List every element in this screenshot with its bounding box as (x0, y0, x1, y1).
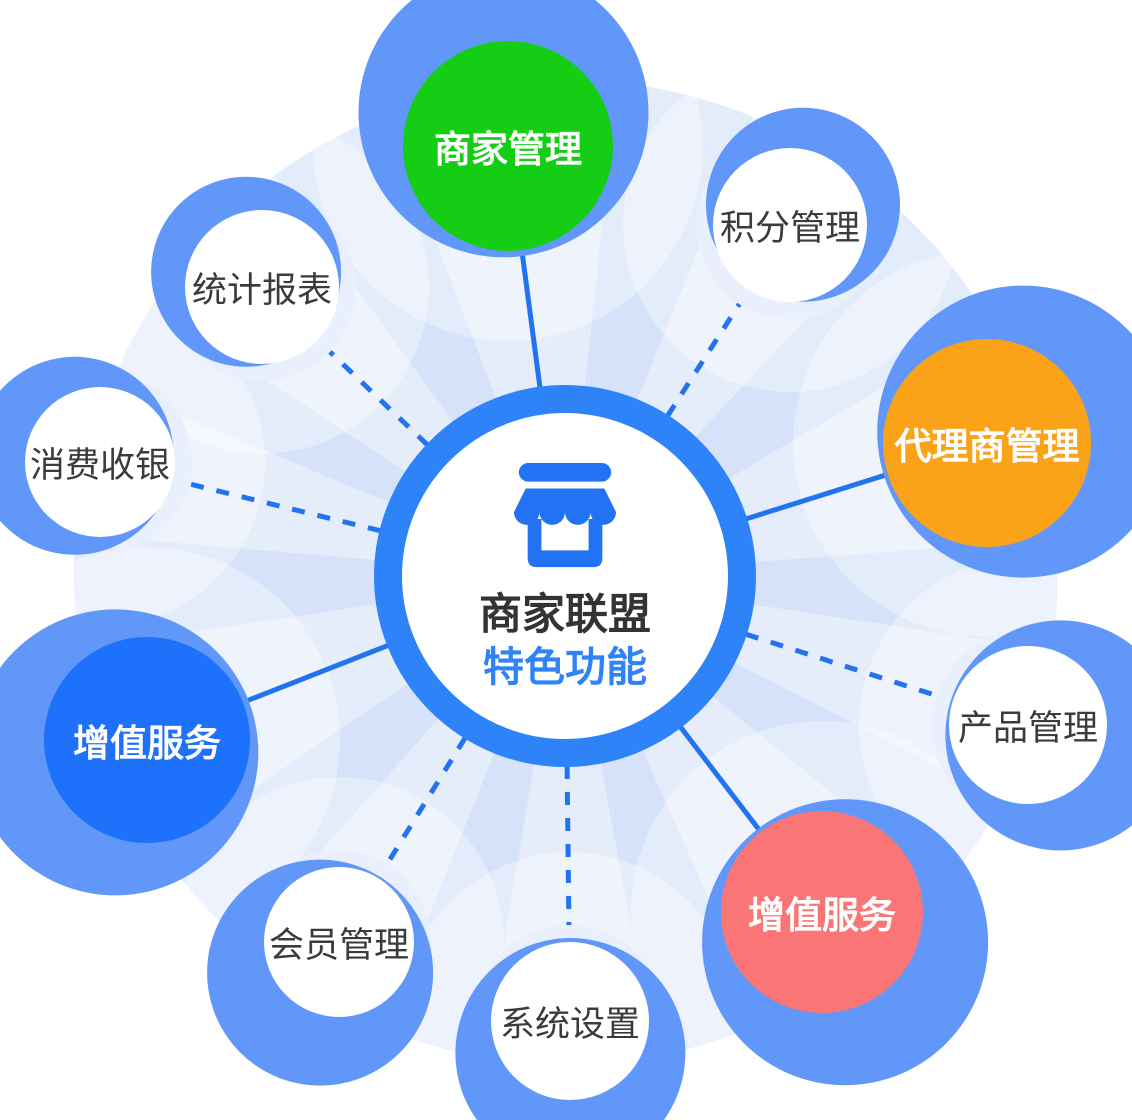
node-label: 产品管理 (957, 708, 1098, 748)
node-label: 统计报表 (191, 270, 332, 310)
connector-statistics-report (328, 350, 430, 447)
connector-system-settings (564, 765, 572, 926)
center-hub: 商家联盟 特色功能 (395, 416, 735, 736)
node-statistics-report: 统计报表 (185, 210, 339, 364)
node-consumption-cashier: 消费收银 (25, 387, 175, 537)
node-value-added-services-right: 增值服务 (721, 811, 923, 1013)
center-subtitle: 特色功能 (483, 644, 647, 691)
node-label: 增值服务 (748, 895, 896, 936)
node-value-added-services-left: 增值服务 (44, 637, 250, 843)
node-product-management: 产品管理 (949, 646, 1107, 804)
node-points-management: 积分管理 (713, 148, 867, 302)
connector-consumption-cashier (188, 481, 382, 534)
node-merchant-management: 商家管理 (403, 41, 613, 251)
connector-points-management (665, 302, 742, 418)
node-label: 商家管理 (434, 129, 582, 170)
center-ring (374, 385, 756, 767)
storefront-icon (513, 462, 617, 568)
node-label: 代理商管理 (894, 426, 1080, 467)
node-label: 系统设置 (499, 1004, 640, 1044)
center-title: 商家联盟 (479, 590, 651, 639)
node-label: 增值服务 (73, 723, 221, 764)
node-label: 消费收银 (29, 445, 170, 485)
node-agent-management: 代理商管理 (883, 339, 1091, 547)
node-member-management: 会员管理 (264, 867, 414, 1017)
node-label: 会员管理 (268, 925, 409, 965)
node-system-settings: 系统设置 (491, 942, 649, 1100)
connector-product-management (745, 631, 938, 698)
node-label: 积分管理 (719, 208, 860, 248)
